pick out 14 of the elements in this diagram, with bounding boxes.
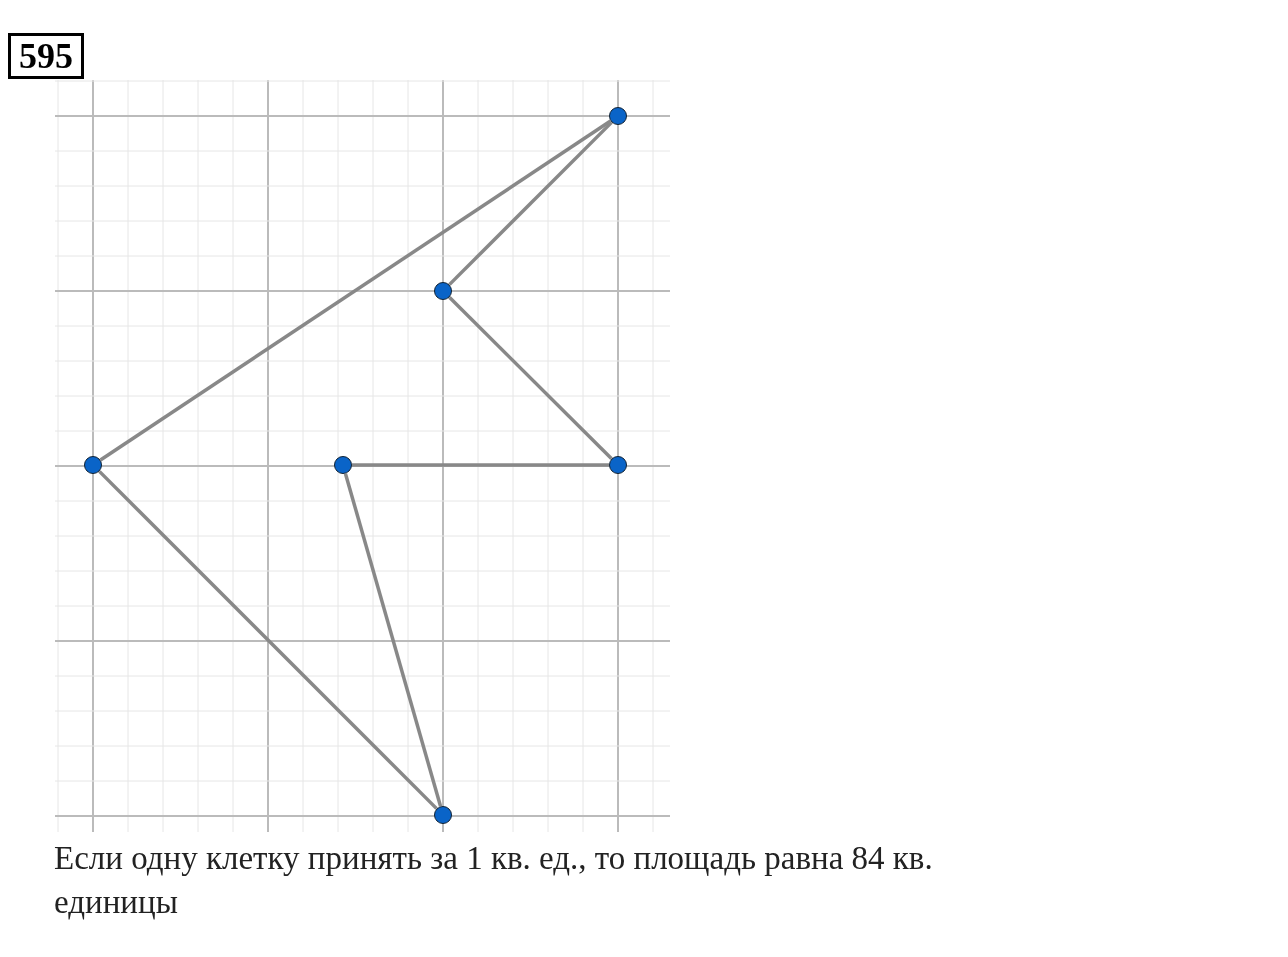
polygon-side	[99, 119, 612, 462]
polygon-side	[448, 296, 613, 460]
problem-number: 595	[8, 33, 84, 79]
point-marker	[84, 456, 102, 474]
polygon-side	[98, 470, 438, 810]
point-marker	[609, 107, 627, 125]
point-marker	[609, 456, 627, 474]
point-marker	[434, 806, 452, 824]
polygon-side	[352, 463, 609, 467]
polygon-side	[343, 473, 443, 807]
point-marker	[434, 282, 452, 300]
answer-text: Если одну клетку принять за 1 кв. ед., то площадь равна 84 кв. единицы	[54, 839, 934, 922]
point-marker	[334, 456, 352, 474]
polygon-side	[448, 121, 613, 286]
